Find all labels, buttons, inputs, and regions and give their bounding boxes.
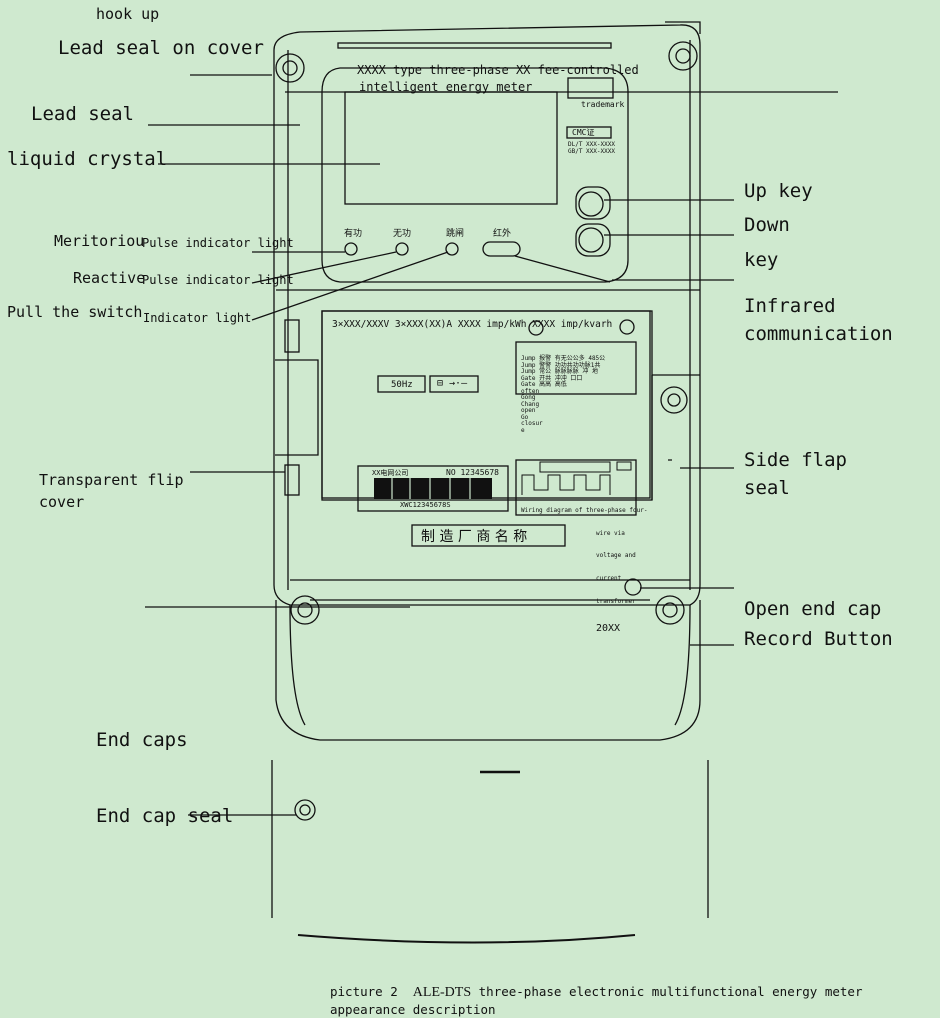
led-active: [344, 242, 358, 256]
label-end-caps: End caps: [96, 729, 188, 751]
label-pulse-indicator-1: Pulse indicator light: [142, 236, 294, 250]
label-infrared-1: Infrared: [744, 295, 836, 317]
meter-title-line2: intelligent energy meter: [359, 80, 533, 94]
barcode: [374, 478, 492, 499]
label-transparent-flip-2: cover: [39, 493, 85, 511]
front-window: [321, 67, 629, 283]
table-row: Gate 高高 高低: [521, 381, 567, 388]
table-row: Jump 警警 功功共功功脉1共: [521, 361, 601, 369]
label-indicator-light: Indicator light: [143, 311, 252, 325]
serial-number: NO 12345678: [446, 468, 499, 477]
infrared-window: [482, 241, 521, 257]
label-transparent-flip-1: Transparent flip: [39, 471, 184, 489]
caption-line2: appearance description: [330, 1002, 496, 1017]
list-item: often: [521, 387, 540, 395]
standard-2: GB/T XXX-XXXX: [568, 148, 615, 155]
company-text: XX电网公司: [372, 469, 409, 477]
side-flap-seal: [660, 386, 688, 414]
label-pulse-indicator-2: Pulse indicator light: [142, 273, 294, 287]
list-item: open: [521, 407, 536, 414]
label-up-key: Up key: [744, 180, 813, 202]
table-row: Gate 开共 冲冲 口口: [521, 374, 583, 382]
up-key: [578, 191, 604, 217]
trademark-box: [567, 77, 614, 99]
list-item: Gong: [521, 394, 536, 401]
label-lead-seal-on-cover: Lead seal on cover: [58, 37, 264, 59]
label-infrared-2: communication: [744, 323, 893, 345]
year-text: 20XX: [596, 623, 621, 634]
rating-text: 3×XXX/XXXV 3×XXX(XX)A XXXX imp/kWh XXXX …: [332, 319, 613, 330]
list-item: Chang: [521, 400, 540, 408]
cmc-label: CMC证: [572, 128, 595, 137]
frequency-box: [377, 375, 426, 393]
end-cap-lower: [271, 760, 709, 918]
down-key-frame: [575, 223, 611, 257]
label-open-end-cap: Open end cap: [744, 598, 882, 620]
label-lead-seal: Lead seal: [31, 103, 134, 125]
side-note-3: current: [596, 575, 622, 582]
manufacturer-box: [411, 524, 566, 547]
terminal-table-box: [515, 341, 637, 395]
side-note-1: wire via: [596, 530, 625, 537]
list-item: Go: [521, 413, 529, 421]
led-trip: [445, 242, 459, 256]
label-pull-the-switch: Pull the switch: [7, 303, 143, 321]
led-infrared-label: 红外: [493, 229, 512, 239]
caption-model: ALE-DTS: [412, 985, 472, 1000]
wiring-caption: Wiring diagram of three-phase four-: [521, 507, 648, 514]
figure-caption: picture 2 ALE-DTS three-phase electronic…: [330, 983, 862, 1018]
label-reactive: Reactive: [73, 269, 146, 287]
led-reactive: [395, 242, 409, 256]
symbol-box: [429, 375, 479, 393]
label-end-cap-seal: End cap seal: [96, 805, 234, 827]
frequency-text: 50Hz: [391, 380, 413, 390]
cmc-box: [566, 126, 612, 139]
label-down-key-2: key: [744, 249, 779, 271]
label-record-button: Record Button: [744, 628, 893, 650]
hook-slot: [337, 42, 612, 49]
barcode-box: [357, 465, 509, 512]
caption-prefix: picture 2: [330, 984, 398, 999]
cover-seal-right: [668, 41, 698, 71]
table-row: Jump 报警 有无公公多 485公: [521, 355, 606, 362]
label-down-key-1: Down: [744, 214, 790, 236]
caption-line1: three-phase electronic multifunctional e…: [478, 984, 863, 999]
label-side-flap-seal-2: seal: [744, 477, 790, 499]
terminal-table: Jump 报警 有无公公多 485公 Jump 警警 功功共功功脉1共 Jump…: [521, 355, 606, 434]
end-cap-screw-right: [655, 595, 685, 625]
side-note-4: transformer: [596, 598, 636, 605]
label-hook-up: hook up: [96, 5, 160, 23]
end-cap-body: [275, 600, 701, 741]
label-side-flap-seal-1: Side flap: [744, 449, 847, 471]
end-cap-seal: [294, 799, 316, 821]
led-active-label: 有功: [344, 229, 363, 239]
record-button: [624, 578, 642, 596]
label-liquid-crystal: liquid crystal: [7, 148, 168, 170]
hook-top: [665, 21, 701, 34]
up-key-frame: [575, 186, 611, 220]
lcd-screen: [344, 91, 558, 205]
meter-housing: [273, 24, 701, 606]
down-key: [578, 227, 604, 253]
barcode-text: XWC12345678S: [400, 501, 451, 509]
trademark-label: trademark: [581, 100, 625, 109]
led-reactive-label: 无功: [393, 229, 412, 239]
list-item: closur: [521, 420, 543, 427]
symbol-text: ⊟ →·–: [437, 378, 468, 389]
manufacturer-name: 制 造 厂 商 名 称: [421, 529, 528, 545]
meter-title-line1: XXXX type three-phase XX fee-controlled: [357, 63, 639, 77]
cover-seal-left: [275, 53, 305, 83]
table-row: Jump 常公 脉脉脉脉 冲 地: [521, 368, 598, 375]
label-meritorious: Meritoriou: [54, 232, 145, 250]
led-trip-label: 跳闸: [446, 229, 465, 239]
side-note-2: voltage and: [596, 552, 636, 559]
end-cap-screw-left: [290, 595, 320, 625]
list-item: e: [521, 426, 525, 434]
wiring-diagram-box: [515, 459, 637, 516]
standard-1: DL/T XXX-XXXX: [568, 141, 615, 148]
